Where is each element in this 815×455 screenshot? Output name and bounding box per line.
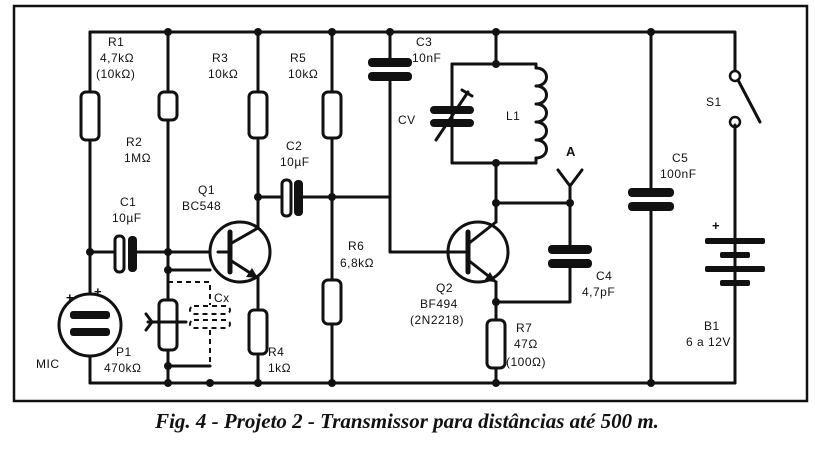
- capacitor-c2: [280, 178, 303, 218]
- label-r1-alt: (10kΩ): [96, 67, 135, 81]
- battery-b1: [705, 123, 765, 385]
- label-c3-name: C3: [416, 35, 432, 49]
- label-s1-name: S1: [706, 95, 722, 109]
- label-cv-name: CV: [398, 113, 416, 127]
- label-p1-name: P1: [116, 345, 132, 359]
- label-r2-name: R2: [126, 135, 142, 149]
- figure-caption: Fig. 4 - Projeto 2 - Transmissor para di…: [154, 409, 659, 433]
- label-c1-name: C1: [120, 195, 136, 209]
- resistor-r2: [157, 90, 179, 122]
- label-r1-name: R1: [108, 35, 124, 49]
- inductor-l1: [534, 66, 548, 160]
- resistor-r4: [247, 308, 269, 356]
- resistor-r3: [247, 90, 269, 140]
- label-r4-value: 1kΩ: [268, 361, 291, 375]
- capacitor-c3: [368, 58, 412, 81]
- label-r3-value: 10kΩ: [208, 67, 238, 81]
- resistor-r5: [321, 90, 343, 140]
- label-b1-plus: +: [712, 218, 720, 233]
- antenna-symbol: [556, 168, 584, 188]
- label-r2-value: 1MΩ: [124, 151, 151, 165]
- label-r6-name: R6: [348, 239, 364, 253]
- label-q2-name: Q2: [436, 281, 453, 295]
- label-c2-value: 10µF: [280, 155, 310, 169]
- label-cx-name: Cx: [214, 291, 230, 305]
- capacitor-cx: [168, 281, 231, 366]
- label-l1-name: L1: [506, 109, 520, 123]
- label-q2-value: BF494: [420, 297, 458, 311]
- label-q1-value: BC548: [182, 199, 221, 213]
- label-c5-value: 100nF: [660, 167, 697, 181]
- label-r3-name: R3: [212, 51, 228, 65]
- resistor-r7: [485, 318, 507, 370]
- label-mic-plus-1: +: [66, 290, 74, 305]
- diagram-frame: [12, 4, 809, 403]
- label-c3-value: 10nF: [412, 51, 441, 65]
- component-labels: R1 4,7kΩ (10kΩ) R2 1MΩ R3 10kΩ R5 10kΩ C…: [36, 35, 731, 375]
- label-q1-name: Q1: [198, 183, 215, 197]
- capacitor-c5: [628, 188, 674, 211]
- resistor-r6: [321, 278, 343, 326]
- switch-s1: [728, 69, 762, 129]
- label-r4-name: R4: [268, 345, 284, 359]
- capacitor-c4: [548, 245, 592, 268]
- label-c4-name: C4: [596, 269, 612, 283]
- capacitor-c1: [113, 234, 137, 274]
- label-r5-value: 10kΩ: [288, 67, 318, 81]
- label-c2-name: C2: [286, 139, 302, 153]
- resistor-r1: [79, 90, 101, 142]
- label-r7-name: R7: [516, 321, 532, 335]
- variable-capacitor-cv: [430, 62, 474, 165]
- label-mic-name: MIC: [36, 357, 60, 371]
- label-r7-value: 47Ω: [514, 337, 538, 351]
- junction-nodes: [86, 28, 655, 387]
- label-r1-value: 4,7kΩ: [100, 51, 134, 65]
- label-r7-alt: (100Ω): [506, 355, 546, 369]
- label-p1-value: 470kΩ: [104, 361, 142, 375]
- potentiometer-p1: [144, 298, 188, 352]
- label-b1-value: 6 a 12V: [686, 335, 731, 349]
- label-b1-name: B1: [704, 319, 720, 333]
- label-r6-value: 6,8kΩ: [340, 256, 374, 270]
- label-c5-name: C5: [672, 151, 688, 165]
- label-r5-name: R5: [290, 51, 306, 65]
- transistor-q2: [446, 220, 510, 284]
- transistor-q1: [208, 220, 272, 284]
- label-q2-alt: (2N2218): [410, 313, 464, 327]
- label-antenna: A: [566, 144, 576, 159]
- label-c1-value: 10µF: [112, 211, 142, 225]
- microphone: [57, 292, 123, 358]
- label-mic-plus-2: +: [94, 284, 102, 299]
- label-c4-value: 4,7pF: [582, 285, 615, 299]
